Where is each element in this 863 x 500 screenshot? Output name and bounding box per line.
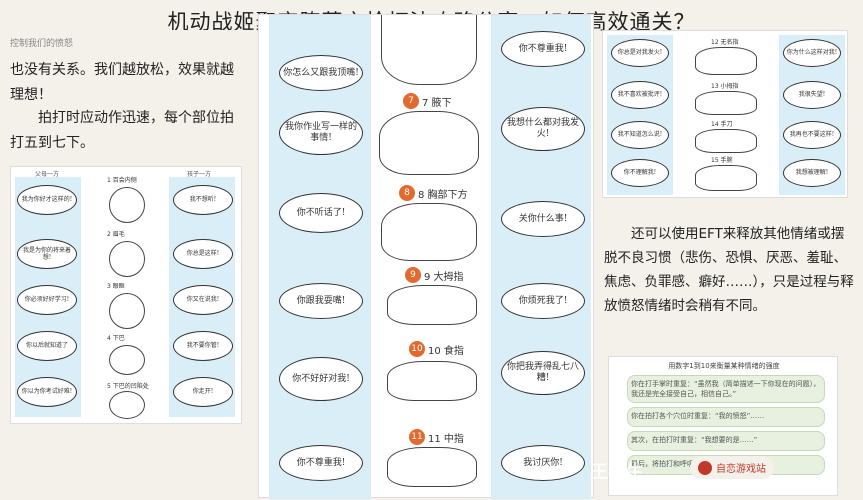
left-bubble-a5: 你以为你考试好难! — [17, 377, 77, 407]
middle-bubble-a6: 你不尊重我! — [279, 445, 363, 481]
right-bubble-b4: 我想被理解! — [783, 159, 841, 187]
step-9-icon: 9 — [405, 267, 421, 283]
left-col-right-label: 孩子一方 — [187, 171, 212, 178]
hand-figure-knife — [695, 129, 757, 153]
green-box-3: 其次，在拍打时重复：“我想要的是……” — [627, 431, 825, 451]
torso-figure-top — [381, 15, 477, 85]
hand-figure-wrist — [695, 165, 757, 191]
left-step-1: 1 百会内侧 — [107, 177, 137, 184]
left-panel: 控制我们的愤怒 也没有关系。我们越放松，效果就越理想！ 拍打时应动作迅速，每个部… — [0, 30, 250, 498]
right-bubble-a1: 你总是对我发火! — [611, 39, 669, 67]
middle-bubble-a1: 你怎么又跟我顶嘴! — [279, 55, 363, 91]
torso-figure-chest — [381, 203, 477, 261]
middle-panel: 你怎么又跟我顶嘴! 我你作业写一样的事情! 你不听话了! 你跟我耍嘴! 你不好好… — [258, 14, 594, 499]
green-box-1: 你在打手掌时重复：“虽然我（简单描述一下你现在的问题），我还是完全接受自己，相信… — [627, 375, 825, 403]
left-bubble-b5: 你走开! — [173, 377, 233, 407]
right-bubble-a2: 我不喜欢被批评! — [611, 81, 669, 109]
watermark-badge-label: 自恋游戏站 — [716, 464, 766, 475]
middle-bubble-b3: 关你什么事! — [501, 201, 585, 237]
left-illustration: 父母一方 孩子一方 我为你好才这样的! 我是为你的将来着想! 你必须好好学习! … — [10, 166, 242, 424]
hand-figure-pinky — [695, 91, 757, 115]
step-7-icon: 7 — [403, 93, 419, 109]
watermark-badge: 自恋游戏站 — [690, 456, 774, 479]
step-8-icon: 8 — [399, 185, 415, 201]
face-figure-5 — [109, 391, 145, 419]
middle-bubble-a2: 我你作业写一样的事情! — [279, 111, 363, 155]
step-11-icon: 11 — [409, 429, 425, 445]
left-bubble-b1: 我不想听! — [173, 185, 233, 215]
right-bubble-b3: 我再也不要这样! — [783, 121, 841, 149]
hand-figure-ring — [695, 47, 757, 75]
face-figure-1 — [109, 187, 145, 223]
right-step-14: 14 手刀 — [711, 121, 733, 128]
middle-bubble-b5: 你把我弄得乱七八糟! — [501, 351, 585, 395]
middle-bubble-a4: 你跟我耍嘴! — [279, 283, 363, 319]
hand-figure-thumb — [387, 285, 477, 325]
left-step-3: 3 眼眶 — [107, 283, 125, 290]
watermark-text: 王者生 — [590, 462, 644, 483]
middle-blue-column-b — [491, 15, 591, 499]
left-col-left-label: 父母一方 — [35, 171, 60, 178]
left-paragraph-1: 也没有关系。我们越放松，效果就越理想！ — [10, 62, 234, 103]
middle-bubble-a5: 你不好好对我! — [279, 357, 363, 401]
middle-bubble-b1: 你不尊重我! — [501, 31, 585, 67]
right-paragraph: 还可以使用EFT来释放其他情绪或摆脱不良习惯（悲伤、恐惧、厌恶、羞耻、焦虑、负罪… — [604, 226, 854, 315]
step-10-icon: 10 — [409, 341, 425, 357]
left-bubble-b2: 你总是这样! — [173, 239, 233, 269]
right-bubble-b2: 我很失望! — [783, 81, 841, 109]
left-bubble-b4: 我不要你管! — [173, 331, 233, 361]
middle-bubble-b6: 我讨厌你! — [501, 445, 585, 481]
right-bubble-a4: 你不理解我! — [611, 159, 669, 187]
left-paragraph-2: 拍打时应动作迅速，每个部位拍打五到七下。 — [10, 110, 234, 151]
face-figure-4 — [109, 345, 145, 375]
face-figure-3 — [109, 293, 145, 329]
right-bubble-b1: 你为什么这样对我! — [783, 39, 841, 67]
middle-blue-column-a — [269, 15, 371, 499]
middle-bubble-a3: 你不听话了! — [279, 193, 363, 233]
left-bubble-a4: 你以后就知道了 — [17, 331, 77, 361]
left-bubble-b3: 你又在说我! — [173, 285, 233, 315]
middle-bubble-b2: 我想什么都对我发火! — [501, 107, 585, 151]
hand-figure-middle — [387, 447, 477, 487]
hand-figure-index — [387, 361, 477, 401]
left-step-4: 4 下巴 — [107, 335, 125, 342]
site-logo-icon — [698, 460, 712, 475]
middle-bubble-b4: 你烦死我了! — [501, 283, 585, 319]
right-step-13: 13 小拇指 — [711, 83, 739, 90]
left-caption: 控制我们的愤怒 — [10, 39, 74, 49]
left-bubble-a2: 我是为你的将来着想! — [17, 239, 77, 269]
face-figure-2 — [109, 241, 145, 277]
right-top-panel: 你总是对我发火! 我不喜欢被批评! 我不知道怎么说! 你不理解我! 你为什么这样… — [602, 30, 848, 198]
left-bubble-a1: 我为你好才这样的! — [17, 185, 77, 215]
right-bubble-a3: 我不知道怎么说! — [611, 121, 669, 149]
green-box-2: 你在拍打各个穴位时重复：“我的愤怒”…… — [627, 407, 825, 427]
left-bubble-a3: 你必须好好学习! — [17, 285, 77, 315]
right-step-15: 15 手腕 — [711, 157, 733, 164]
right-step-12: 12 无名指 — [711, 39, 739, 46]
left-step-5: 5 下巴的凹陷处 — [107, 383, 149, 390]
right-bottom-panel: 用数字1到10来衡量某种情绪的强度 你在打手掌时重复：“虽然我（简单描述一下你现… — [608, 356, 838, 496]
right-panel-caption: 用数字1到10来衡量某种情绪的强度 — [668, 362, 780, 370]
left-step-2: 2 眉毛 — [107, 231, 125, 238]
torso-figure-armpit — [379, 111, 479, 175]
